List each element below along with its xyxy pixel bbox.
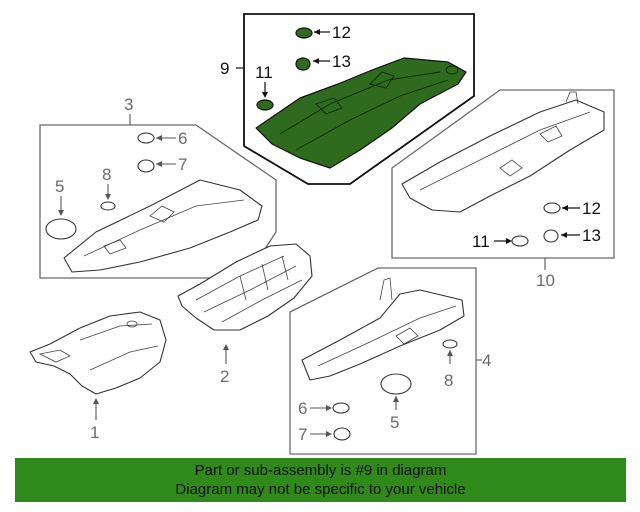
clip-7-bottom[interactable] [333, 427, 351, 441]
plug-5-top[interactable] [45, 218, 77, 240]
panel-3[interactable]: 3 6 7 8 5 [39, 95, 277, 279]
arrow-13b [561, 232, 567, 238]
clip-11-right[interactable] [511, 235, 529, 247]
clip-8-top[interactable] [100, 201, 116, 211]
arrow-1 [93, 398, 99, 404]
clip-12-right[interactable] [543, 202, 561, 214]
splash-shield-4[interactable] [301, 277, 465, 381]
callout-12b[interactable]: 12 [582, 199, 601, 218]
callout-7a[interactable]: 7 [178, 155, 187, 174]
arrow-6a [156, 135, 162, 141]
callout-7b[interactable]: 7 [298, 425, 307, 444]
parts-diagram: 9 12 13 11 3 [29, 13, 615, 455]
splash-shield-10[interactable] [401, 91, 605, 213]
clip-6-top[interactable] [137, 132, 155, 144]
panel-4[interactable]: 4 8 5 6 7 [289, 267, 491, 455]
info-banner: Part or sub-assembly is #9 in diagram Di… [15, 458, 626, 502]
callout-4[interactable]: 4 [482, 351, 491, 370]
arrow-8b [447, 350, 453, 356]
callout-5a[interactable]: 5 [55, 177, 64, 196]
splash-shield-3[interactable] [63, 179, 263, 273]
arrow-5a [58, 210, 64, 216]
callout-3[interactable]: 3 [124, 95, 133, 114]
callout-8a[interactable]: 8 [102, 165, 111, 184]
nut-13-highlighted[interactable] [295, 57, 311, 71]
clip-7-top[interactable] [137, 159, 155, 173]
callout-8b[interactable]: 8 [444, 371, 453, 390]
callout-1[interactable]: 1 [90, 423, 99, 442]
callout-11b[interactable]: 11 [472, 232, 490, 251]
arrow-6b [326, 405, 332, 411]
callout-2[interactable]: 2 [220, 367, 229, 386]
panel-10[interactable]: 10 12 13 11 [391, 89, 615, 290]
arrow-11b [506, 238, 512, 244]
banner-line-2: Diagram may not be specific to your vehi… [175, 481, 466, 498]
arrow-12a [314, 29, 320, 35]
arrow-5b [393, 396, 399, 402]
panel-9[interactable]: 9 12 13 11 [220, 13, 475, 185]
callout-10[interactable]: 10 [536, 271, 555, 290]
splash-shield-9-highlighted[interactable] [255, 57, 467, 169]
callout-13a[interactable]: 13 [332, 52, 351, 71]
arrow-11a [262, 92, 268, 98]
arrow-2 [223, 344, 229, 350]
callout-9[interactable]: 9 [220, 59, 229, 78]
callout-6a[interactable]: 6 [178, 129, 187, 148]
nut-13-right[interactable] [543, 229, 559, 243]
heat-shield-2[interactable] [177, 243, 313, 331]
callout-6b[interactable]: 6 [298, 399, 307, 418]
callout-13b[interactable]: 13 [582, 226, 601, 245]
arrow-7b [326, 431, 332, 437]
clip-11-highlighted[interactable] [256, 99, 274, 111]
arrow-7a [156, 161, 162, 167]
clip-12-highlighted[interactable] [295, 27, 313, 39]
callout-5b[interactable]: 5 [390, 413, 399, 432]
arrow-8a [105, 194, 111, 200]
arrow-12b [562, 205, 568, 211]
tunnel-shield-1[interactable] [29, 311, 167, 395]
clip-6-bottom[interactable] [332, 402, 350, 414]
banner-line-1: Part or sub-assembly is #9 in diagram [194, 462, 447, 479]
callout-11a[interactable]: 11 [255, 63, 273, 82]
callout-12a[interactable]: 12 [332, 23, 351, 42]
plug-5-bottom[interactable] [380, 373, 412, 395]
clip-8-bottom[interactable] [442, 339, 458, 349]
arrow-13a [313, 58, 319, 64]
